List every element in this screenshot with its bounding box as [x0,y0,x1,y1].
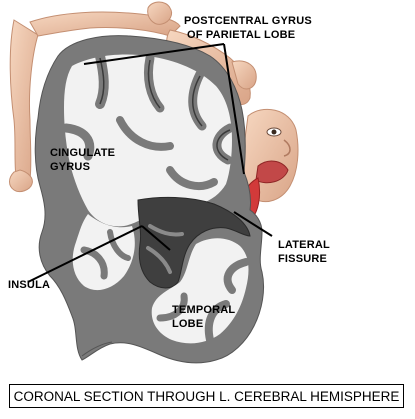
homunculus-thumb [231,60,257,90]
fissure-line-2 [147,59,161,109]
coronal-section-figure: POSTCENTRAL GYRUS OF PARIETAL LOBE CINGU… [8,1,330,364]
temporal-sulcus-3 [156,292,188,322]
leader-postcentral-left [83,43,225,65]
label-cingulate-line1: CINGULATE [50,147,115,159]
basal-sulcus [80,246,108,280]
homunculus-nose [283,139,291,157]
temporal-sulcus-2 [204,300,230,344]
homunculus-fingers [147,1,173,25]
leader-lines [27,43,273,283]
homunculus-arm [9,19,39,181]
sulcus-5 [61,123,95,161]
brain-section [34,35,265,364]
leader-postcentral-right [223,43,245,175]
label-lateral-line1: LATERAL [278,239,330,251]
label-postcentral-line2: OF PARIETAL LOBE [187,29,295,41]
leader-insula [27,225,143,283]
homunculus-lips [255,160,289,184]
label-temporal-line1: TEMPORAL [172,304,235,316]
insula-gyri-2 [146,246,172,274]
figure-caption: CORONAL SECTION THROUGH L. CEREBRAL HEMI… [9,384,404,408]
sulcus-6 [116,116,174,151]
leader-insula-2 [141,225,171,251]
homunculus-hand [9,169,33,193]
label-postcentral-line1: POSTCENTRAL GYRUS [184,15,312,27]
diagram-labels: POSTCENTRAL GYRUS OF PARIETAL LOBE CINGU… [8,15,330,330]
fissure-line-4 [216,129,231,161]
label-insula: INSULA [8,279,50,291]
basal-sulcus-2 [107,229,131,261]
label-lateral-line2: FISSURE [278,253,327,265]
leader-lateral-fissure [233,211,273,237]
temporal-sulcus-1 [223,258,250,294]
sulcus-7 [166,166,218,190]
label-temporal-line2: LOBE [172,318,203,330]
insula-gyri [148,224,184,237]
fissure-line-3 [192,75,203,127]
label-cingulate-line2: GYRUS [50,161,90,173]
inferior-edge [81,341,113,357]
basal-region [72,214,135,291]
